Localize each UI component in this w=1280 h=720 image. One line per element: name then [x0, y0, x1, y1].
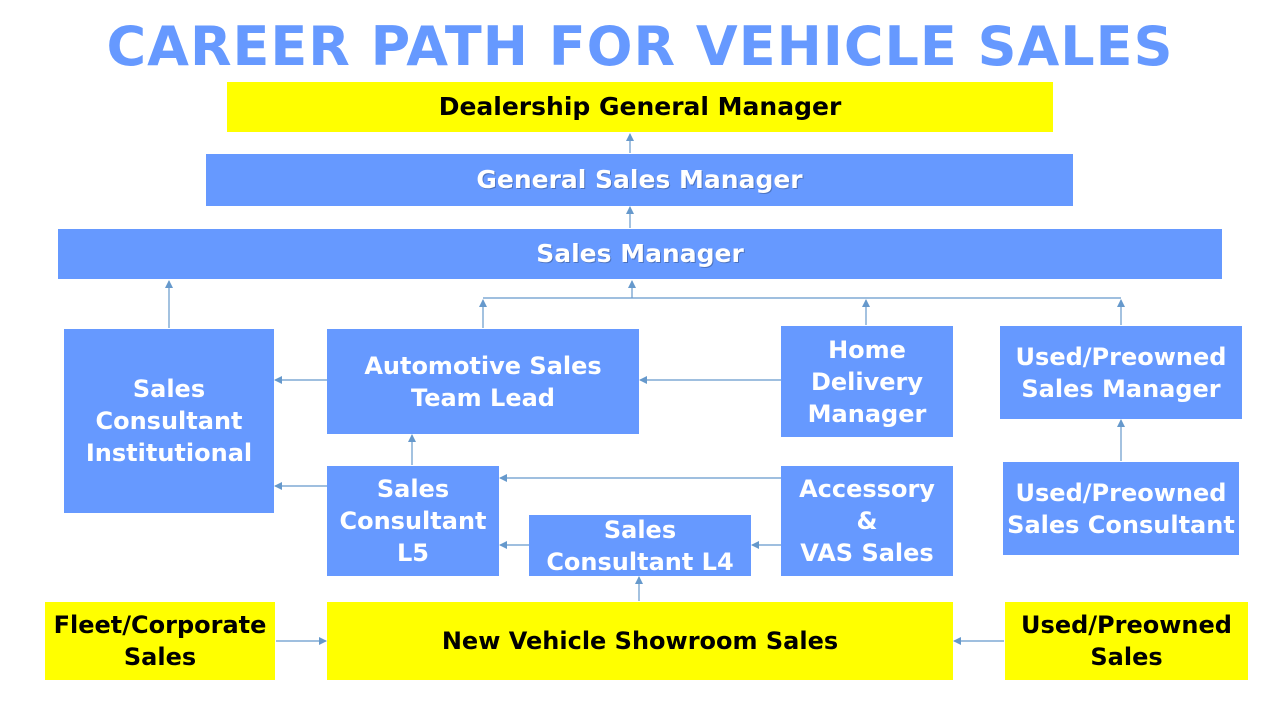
box-used-preowned-sales-manager: Used/Preowned Sales Manager	[1000, 326, 1242, 419]
box-fleet-corporate-sales: Fleet/Corporate Sales	[45, 602, 275, 680]
box-sales-consultant-l5: Sales Consultant L5	[327, 466, 499, 576]
box-accessory-vas-sales: Accessory & VAS Sales	[781, 466, 953, 576]
box-general-sales-manager: General Sales Manager	[206, 154, 1073, 206]
box-dealership-general-manager: Dealership General Manager	[227, 82, 1053, 132]
box-used-preowned-sales-consultant: Used/Preowned Sales Consultant	[1003, 462, 1239, 555]
box-used-preowned-sales: Used/Preowned Sales	[1005, 602, 1248, 680]
box-sales-manager: Sales Manager	[58, 229, 1222, 279]
page-title: CAREER PATH FOR VEHICLE SALES	[106, 15, 1174, 78]
box-automotive-sales-team-lead: Automotive Sales Team Lead	[327, 329, 639, 434]
box-sales-consultant-institutional: Sales Consultant Institutional	[64, 329, 274, 513]
box-sales-consultant-l4: Sales Consultant L4	[529, 515, 751, 576]
box-home-delivery-manager: Home Delivery Manager	[781, 326, 953, 437]
box-new-vehicle-showroom-sales: New Vehicle Showroom Sales	[327, 602, 953, 680]
